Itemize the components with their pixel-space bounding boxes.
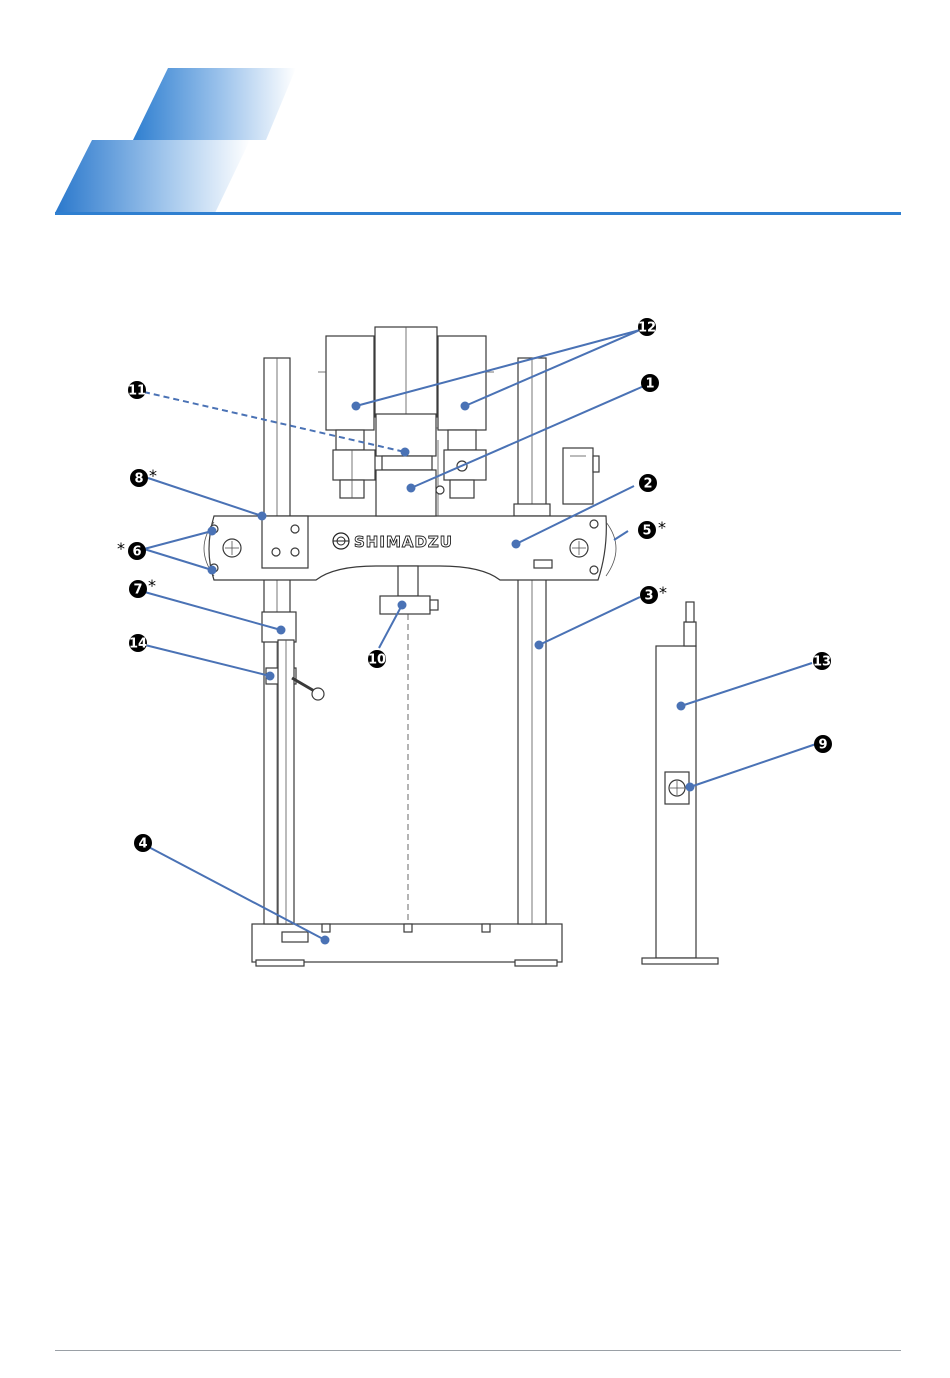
svg-text:3: 3 — [644, 589, 653, 604]
callout-5: 5* — [638, 518, 666, 539]
svg-text:*: * — [148, 576, 156, 595]
svg-text:6: 6 — [132, 545, 141, 560]
svg-text:*: * — [658, 518, 666, 537]
callout-2: 2 — [639, 474, 657, 492]
callout-6: 6* — [117, 539, 146, 560]
header-banner — [55, 68, 901, 215]
svg-text:*: * — [149, 466, 157, 485]
banner-stripe-lower — [55, 140, 250, 213]
left-servo-motor — [326, 336, 374, 430]
svg-text:8: 8 — [134, 472, 143, 487]
svg-text:1: 1 — [645, 377, 654, 392]
svg-text:10: 10 — [368, 653, 386, 668]
svg-text:11: 11 — [128, 384, 146, 399]
callout-10: 10 — [368, 650, 386, 668]
svg-text:2: 2 — [643, 477, 652, 492]
svg-text:*: * — [117, 539, 125, 558]
callout-8: 8* — [130, 466, 157, 487]
svg-text:7: 7 — [133, 583, 142, 598]
logo-text: SHIMADZU — [354, 533, 453, 551]
svg-text:4: 4 — [138, 837, 147, 852]
callout-7: 7* — [129, 576, 156, 598]
svg-text:*: * — [659, 583, 667, 602]
callout-13: 13 — [813, 652, 831, 670]
callout-14: 14 — [129, 634, 147, 652]
footer-rule — [55, 1350, 901, 1351]
svg-text:5: 5 — [642, 524, 651, 539]
header-rule — [55, 212, 901, 215]
svg-text:14: 14 — [129, 637, 147, 652]
banner-stripe-upper — [133, 68, 296, 140]
svg-text:12: 12 — [638, 321, 656, 336]
callout-9: 9 — [814, 735, 832, 753]
svg-text:9: 9 — [818, 738, 827, 753]
callout-1: 1 — [641, 374, 659, 392]
callout-11: 11 — [128, 381, 146, 399]
callout-3: 3* — [640, 583, 667, 604]
svg-text:13: 13 — [813, 655, 831, 670]
callout-4: 4 — [134, 834, 152, 852]
callout-12: 12 — [638, 318, 656, 336]
